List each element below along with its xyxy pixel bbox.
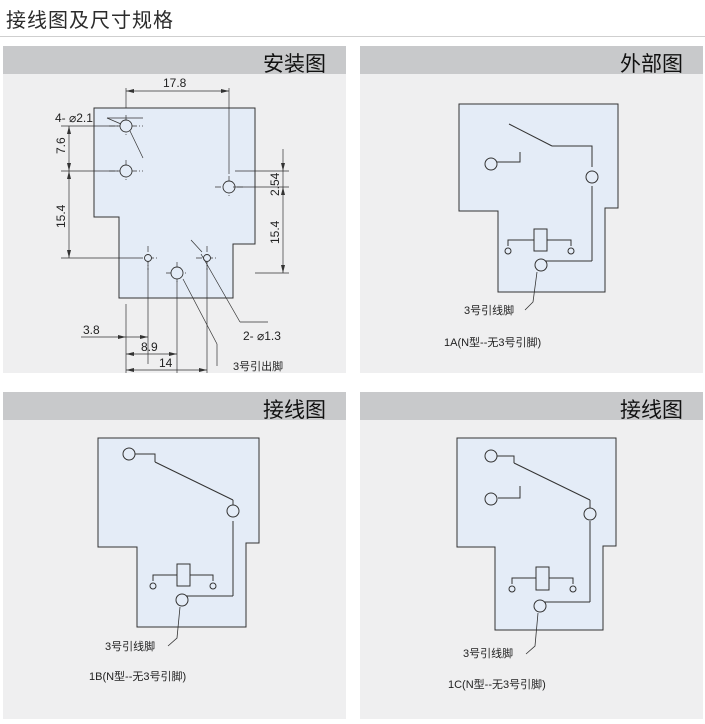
wiring-c-drawing: 3号引线脚 1C(N型--无3号引脚): [448, 437, 617, 691]
variant-caption: 1C(N型--无3号引脚): [448, 677, 546, 691]
contact-circuit: [495, 123, 593, 262]
install-panel: 安装图: [3, 46, 346, 373]
external-panel: 外部图 3号引线脚 1A(N型--无3号引脚): [360, 46, 703, 373]
coil-pin-2: [569, 585, 577, 593]
variant-caption: 1B(N型--无3号引脚): [89, 669, 186, 683]
pin3-leader: [524, 271, 538, 311]
dim-8-9: 8.9: [141, 340, 158, 354]
coil-pin-1: [504, 247, 512, 255]
contact-circuit: [496, 455, 591, 603]
relay-outline: [93, 107, 256, 299]
pin3-leader: [525, 612, 539, 655]
dimension-arrows: [67, 89, 285, 372]
install-panel-title: 安装图: [263, 52, 326, 76]
dim-17-8: 17.8: [163, 76, 187, 90]
pin-nc: [484, 492, 498, 506]
dim-hole4: 4- ⌀2.1: [55, 111, 93, 125]
variant-caption: 1A(N型--无3号引脚): [444, 335, 541, 349]
pins: [484, 449, 597, 613]
pin-no: [484, 449, 498, 463]
pin-3: [533, 599, 547, 613]
contact-circuit: [134, 453, 234, 597]
dim-15-4-left: 15.4: [54, 204, 68, 228]
pin-3: [534, 258, 548, 272]
page-title: 接线图及尺寸规格: [6, 8, 174, 32]
relay-outline: [458, 103, 619, 293]
pin3-label: 3号引线脚: [463, 646, 513, 660]
pin-com: [226, 504, 240, 518]
external-panel-title: 外部图: [620, 52, 683, 76]
title-divider: [0, 36, 705, 37]
wiring-c-panel: 接线图 3号引线脚 1C(N型--无3号引脚): [360, 392, 703, 719]
pin3-label: 3号引出脚: [233, 359, 283, 373]
install-panel-header: 安装图: [3, 46, 346, 76]
pin3-leader: [167, 606, 181, 647]
wiring-c-panel-header: 接线图: [360, 392, 703, 422]
pin-hole-1: [144, 254, 152, 262]
dim-3-8: 3.8: [83, 323, 100, 337]
pin-no: [122, 447, 136, 461]
wiring-b-panel-title: 接线图: [263, 398, 326, 422]
coil-pin-1: [149, 582, 157, 590]
external-panel-header: 外部图: [360, 46, 703, 76]
wiring-b-panel-header: 接线图: [3, 392, 346, 422]
dim-hole2: 2- ⌀1.3: [243, 329, 281, 343]
install-drawing: 4- ⌀2.1 17.8 7.6 2.54 15.4 15.4 2- ⌀1.3 …: [54, 76, 289, 373]
pin-nc: [484, 157, 498, 171]
pin-com: [583, 507, 597, 521]
pins: [484, 157, 599, 272]
coil-pin-2: [209, 582, 217, 590]
coil-pin-1: [508, 585, 516, 593]
pin3-label: 3号引线脚: [105, 639, 155, 653]
wiring-b-drawing: 3号引线脚 1B(N型--无3号引脚): [89, 437, 260, 683]
dim-2-54: 2.54: [268, 172, 282, 196]
hole-4: [170, 266, 184, 280]
hole-2: [119, 164, 133, 178]
dim-7-6: 7.6: [54, 137, 68, 154]
pin-3: [175, 593, 189, 607]
wiring-c-panel-title: 接线图: [620, 398, 683, 422]
pin-com: [585, 170, 599, 184]
relay-outline: [456, 437, 617, 631]
wiring-b-panel: 接线图 3号引线脚 1B(N型--无3号引脚): [3, 392, 346, 719]
external-drawing: 3号引线脚 1A(N型--无3号引脚): [444, 103, 619, 349]
dim-15-4-right: 15.4: [268, 220, 282, 244]
pin3-label: 3号引线脚: [464, 303, 514, 317]
coil-pin-2: [567, 247, 575, 255]
dim-14: 14: [159, 356, 173, 370]
pins: [122, 447, 240, 607]
relay-outline: [97, 437, 260, 628]
hole-1: [119, 119, 133, 133]
